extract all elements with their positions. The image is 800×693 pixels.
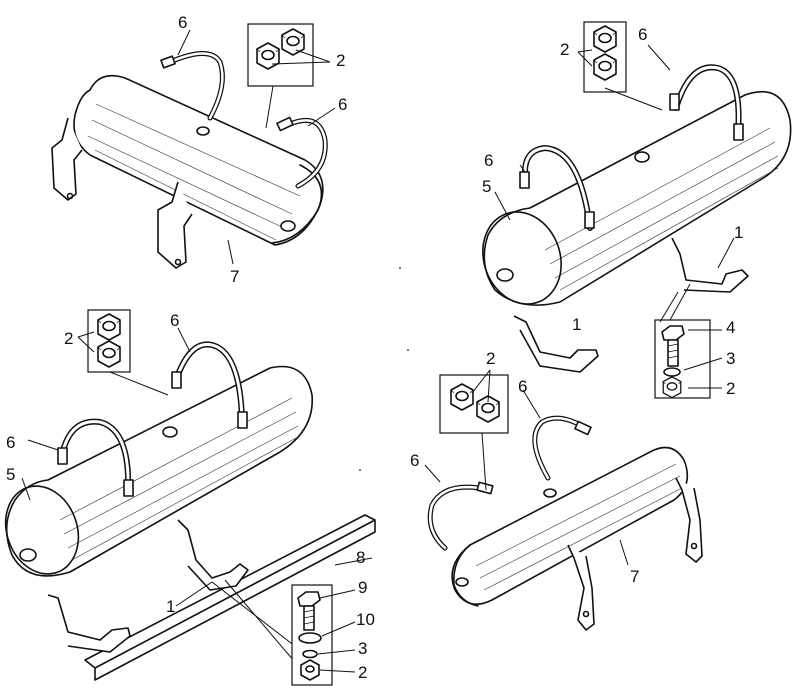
fastener-inset [291, 584, 333, 686]
hose-fitting [733, 123, 744, 141]
bolt [297, 591, 321, 631]
label-nuts: 2 [486, 349, 495, 368]
label-bolt: 9 [358, 578, 367, 597]
label-nuts: 2 [336, 51, 345, 70]
hose [523, 146, 592, 230]
label-washer: 3 [358, 639, 367, 658]
air-tank [451, 446, 689, 607]
fastener-inset [654, 319, 711, 399]
nut-inset [87, 309, 131, 373]
figure-2-tank-assembly: 2 6 6 5 1 1 4 3 2 [482, 21, 792, 399]
plate-washer [298, 632, 322, 644]
nut-inset [439, 374, 509, 434]
hose-fitting [123, 479, 134, 497]
label-rail: 8 [356, 548, 365, 567]
hose-fitting [276, 116, 294, 132]
figure-4-tank-assembly: 2 6 6 7 [410, 349, 703, 631]
air-tank [4, 365, 313, 577]
bracket [177, 519, 249, 591]
bracket [51, 117, 83, 201]
frame-rail [84, 514, 376, 681]
bolt [661, 325, 685, 367]
bracket [157, 181, 193, 269]
hose-fitting [237, 411, 248, 429]
hose-fitting [171, 371, 182, 389]
label-hose: 6 [638, 25, 647, 44]
hose-fitting [519, 171, 530, 189]
hose [60, 420, 130, 492]
washer [663, 367, 681, 377]
label-bracket: 1 [166, 597, 175, 616]
label-bracket: 1 [572, 315, 581, 334]
label-hose: 6 [410, 451, 419, 470]
hose [288, 119, 327, 188]
hose-fitting [57, 447, 68, 465]
figure-3-tank-assembly: 2 6 6 5 8 1 9 10 3 2 [4, 309, 376, 686]
figure-1-tank-assembly: 6 2 6 7 [51, 13, 347, 286]
hose-fitting [584, 211, 595, 229]
air-tank [482, 90, 792, 306]
bracket [675, 477, 703, 563]
label-end-cap: 5 [482, 177, 491, 196]
label-nuts: 2 [560, 40, 569, 59]
label-bolt: 4 [726, 318, 735, 337]
label-nut: 2 [358, 663, 367, 682]
label-tank: 7 [230, 267, 239, 286]
label-nut: 2 [726, 379, 735, 398]
hose-fitting [574, 420, 592, 436]
hose [174, 342, 244, 422]
label-nuts: 2 [64, 329, 73, 348]
bracket [671, 237, 749, 293]
label-hose: 6 [518, 377, 527, 396]
bracket [567, 544, 595, 631]
label-hose: 6 [6, 433, 15, 452]
hose-fitting [476, 481, 494, 495]
hose-fitting [160, 55, 176, 69]
label-plate-washer: 10 [356, 610, 375, 629]
hose-fitting [669, 93, 680, 111]
scan-noise [359, 267, 409, 471]
hose [533, 416, 587, 480]
label-hose: 6 [170, 311, 179, 330]
hose [674, 65, 741, 134]
label-washer: 3 [726, 349, 735, 368]
air-tank [73, 74, 324, 246]
nut-inset [583, 21, 627, 93]
label-bracket: 1 [734, 223, 743, 242]
label-hose: 6 [338, 95, 347, 114]
bracket [513, 315, 599, 373]
label-end-cap: 5 [6, 465, 15, 484]
nut-inset [247, 23, 314, 87]
nut [300, 659, 320, 681]
label-tank: 7 [630, 567, 639, 586]
hose [428, 485, 492, 550]
label-hose: 6 [178, 13, 187, 32]
washer [302, 649, 318, 659]
label-hose: 6 [484, 151, 493, 170]
hose [168, 52, 224, 120]
bracket [47, 594, 131, 653]
